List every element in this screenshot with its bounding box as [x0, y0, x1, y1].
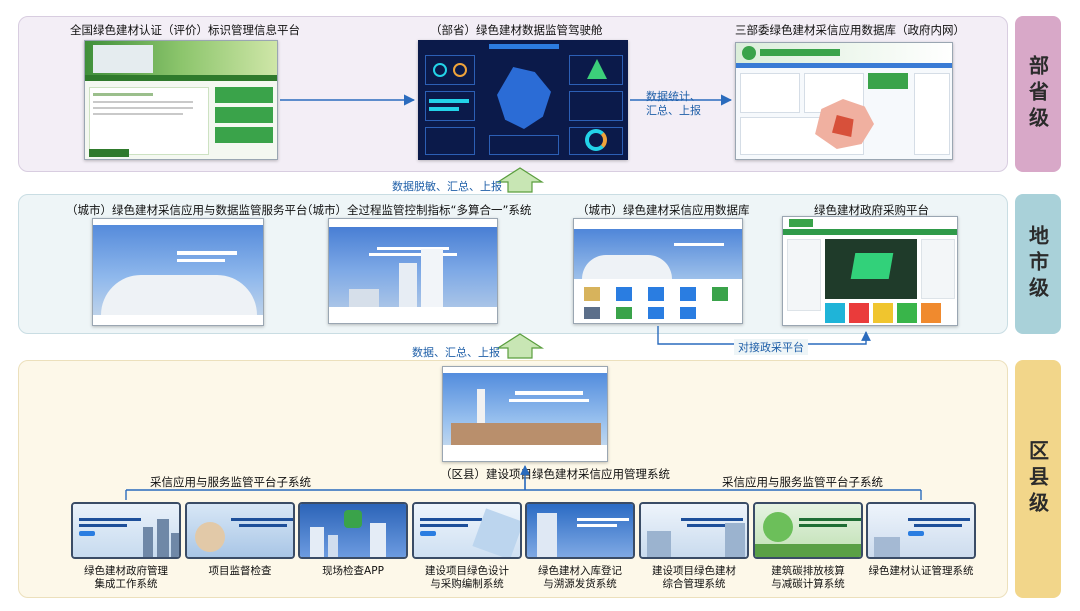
- subsystem-label-8: 绿色建材认证管理系统: [868, 565, 974, 577]
- subsystem-thumbnail-8: [866, 502, 976, 559]
- flow-label-county-up: 数据、汇总、上报: [412, 346, 500, 359]
- subsystem-thumbnail-1: [71, 502, 181, 559]
- city-level-tag: 地市级: [1015, 194, 1061, 334]
- subsystem-thumbnail-5: [525, 502, 635, 559]
- subsystem-label-3: 现场检查APP: [322, 565, 384, 577]
- county-group-left-title: 采信应用与服务监管平台子系统: [150, 475, 311, 489]
- up-arrow-county-to-city: [495, 333, 545, 359]
- flow-label-city-up: 数据脱敏、汇总、上报: [392, 180, 502, 193]
- subsystem-thumbnail-6: [639, 502, 749, 559]
- flow-label-stats-2: 汇总、上报: [646, 104, 701, 117]
- county-group-right-title: 采信应用与服务监管平台子系统: [722, 475, 883, 489]
- province-level-tag: 部省级: [1015, 16, 1061, 172]
- link-label-procurement: 对接政采平台: [734, 339, 808, 355]
- city-system-4-screenshot: [782, 216, 958, 326]
- province-system-3-title: 三部委绿色建材采信应用数据库（政府内网）: [735, 23, 965, 37]
- subsystem-label-7: 建筑碳排放核算与减碳计算系统: [771, 565, 845, 590]
- city-system-4-title: 绿色建材政府采购平台: [814, 203, 929, 217]
- city-system-1-title: （城市）绿色建材采信应用与数据监管服务平台: [66, 203, 308, 217]
- city-system-1-screenshot: [92, 218, 264, 326]
- city-system-2-screenshot: [328, 218, 498, 324]
- county-level-tag: 区县级: [1015, 360, 1061, 598]
- city-system-3-title: （城市）绿色建材采信应用数据库: [577, 203, 750, 217]
- subsystem-thumbnail-3: [298, 502, 408, 559]
- subsystem-label-5: 绿色建材入库登记与溯源发货系统: [538, 565, 622, 590]
- province-system-2-title: （部省）绿色建材数据监管驾驶舱: [430, 23, 603, 37]
- county-main-screenshot: [442, 366, 608, 462]
- city-system-3-screenshot: [573, 218, 743, 324]
- subsystem-label-1: 绿色建材政府管理集成工作系统: [84, 565, 168, 590]
- province-system-1-title: 全国绿色建材认证（评价）标识管理信息平台: [70, 23, 300, 37]
- subsystem-label-2: 项目监督检查: [208, 565, 272, 577]
- county-main-title: （区县）建设项目绿色建材采信应用管理系统: [440, 467, 670, 481]
- province-system-2-screenshot: [418, 40, 628, 160]
- province-system-1-screenshot: [84, 40, 278, 160]
- subsystem-label-4: 建设项目绿色设计与采购编制系统: [425, 565, 509, 590]
- city-system-2-title: （城市）全过程监管控制指标“多算合一”系统: [301, 203, 532, 217]
- subsystem-label-6: 建设项目绿色建材综合管理系统: [652, 565, 736, 590]
- flow-label-stats-1: 数据统计、: [646, 90, 701, 103]
- subsystem-thumbnail-2: [185, 502, 295, 559]
- subsystem-thumbnail-7: [753, 502, 863, 559]
- province-system-3-screenshot: [735, 42, 953, 160]
- subsystem-thumbnail-4: [412, 502, 522, 559]
